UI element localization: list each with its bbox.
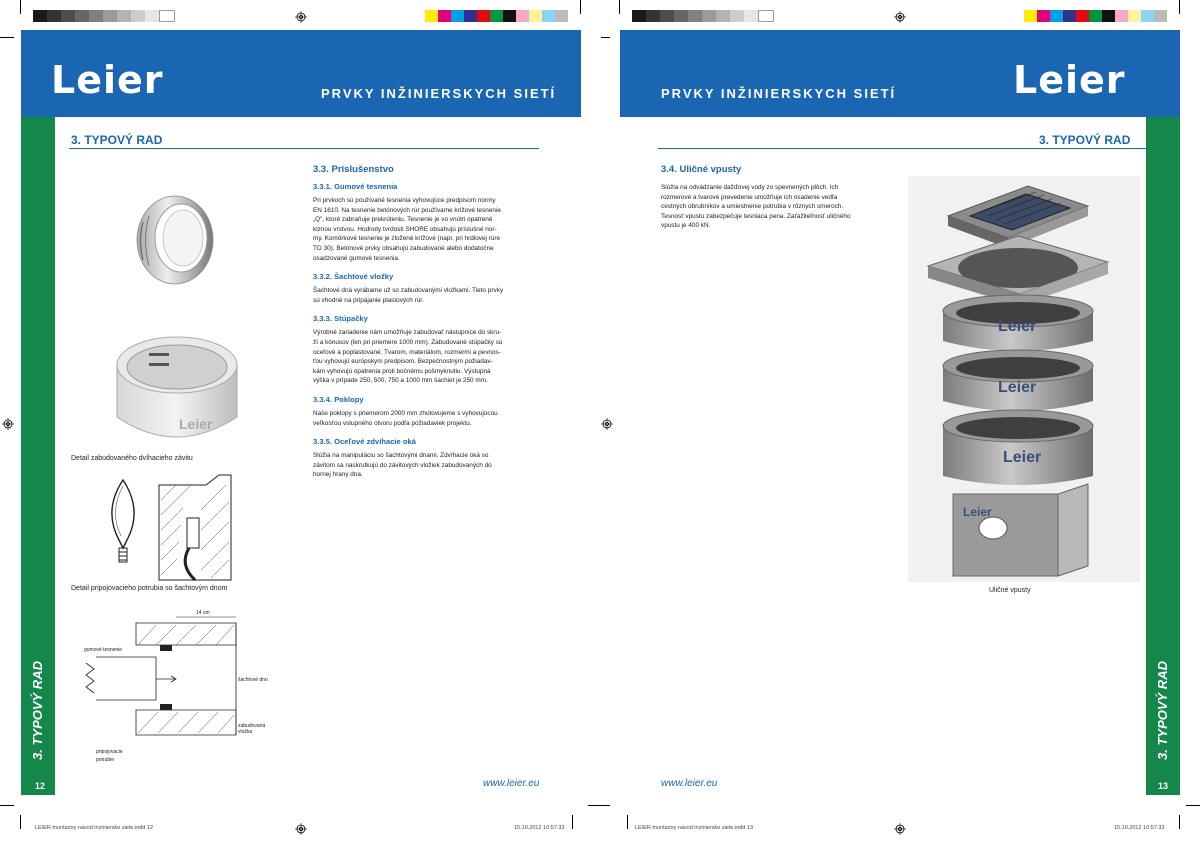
heading-accessories: 3.3. Príslušenstvo — [313, 164, 394, 175]
page-number: 12 — [35, 781, 46, 791]
subsection-title: 3.3.3. Stúpačky — [313, 314, 368, 324]
label-bottom: šachtové dno — [238, 677, 268, 683]
brand-mark-3: Leier — [1003, 449, 1041, 466]
header-band — [620, 30, 1180, 117]
label-insert-1: zabudovaná — [238, 723, 265, 729]
section-rule — [69, 148, 539, 149]
street-gully-image: Leier Leier Leier Leier — [908, 176, 1140, 582]
website-link[interactable]: www.leier.eu — [661, 778, 718, 789]
side-label: 3. TYPOVÝ RAD — [1155, 661, 1170, 760]
paragraph-line: cestných obrubníkov a umiestnenie potrub… — [661, 203, 844, 211]
lifting-eye-diagram — [111, 474, 232, 582]
crop-mark — [619, 0, 620, 14]
subsection-title: 3.3.4. Poklopy — [313, 395, 364, 404]
registration-mark-icon — [295, 11, 307, 23]
paragraph-line: Šachtové dná vyrábame už so zabudovanými… — [313, 287, 504, 295]
crop-mark — [588, 805, 610, 806]
brand-mark-1: Leier — [998, 318, 1036, 335]
crop-mark — [572, 815, 573, 829]
paragraph-line: „Q", ktoré zabraňuje prekrúteniu. Tesnen… — [313, 216, 493, 224]
section-title: 3. TYPOVÝ RAD — [71, 133, 163, 147]
header-band — [21, 30, 581, 117]
subsection-title: 3.3.2. Šachtové vložky — [313, 272, 394, 282]
crop-mark — [1179, 815, 1180, 829]
label-pipe-1: pripojovacie — [96, 749, 123, 755]
caption-pipe: Detail pripojovacieho potrubia so šachto… — [71, 585, 228, 592]
page-number: 13 — [1158, 781, 1169, 791]
paragraph-line: TO 30). Betónové prvky obsahujú zabudova… — [313, 245, 494, 252]
paragraph-line: EN 1610. Na tesnenie betónových rúr použ… — [313, 206, 501, 214]
registration-mark-icon — [2, 418, 14, 430]
section-title: 3. TYPOVÝ RAD — [1039, 133, 1131, 147]
label-insert-2: vložka — [238, 729, 252, 735]
crop-mark — [1186, 805, 1200, 806]
paragraph-line: sú vhodné na pripájanie plastových rúr. — [313, 296, 424, 304]
paragraph-line: osadzované gumové tesnenia. — [313, 254, 400, 262]
ring-brand-mark: Leier — [179, 416, 213, 432]
slug-date-right: 15.10.2012 10:57:33 — [1114, 825, 1165, 831]
section-rule — [658, 148, 1146, 149]
shaft-ring-image: Leier — [116, 336, 238, 438]
leier-logo: Leier — [51, 58, 164, 102]
paragraph-line: hornej hrany dna. — [313, 471, 363, 479]
paragraph-line: kám vyhovujú opatrenia proti bočnému poš… — [313, 367, 491, 375]
paragraph-line: Slúžia na odvádzanie dažďovej vody zo sp… — [661, 184, 839, 191]
paragraph-line: závitom sa naskrutkujú do závitových vlo… — [313, 461, 492, 469]
registration-mark-icon — [894, 11, 906, 23]
caption-thread: Detail zabudovaného dvíhacieho závitu — [71, 455, 193, 462]
label-seal: gumové tesnenie — [84, 647, 122, 653]
paragraph-line: výška v prípade 250, 500, 750 a 1000 mm … — [313, 377, 488, 385]
gray-color-bar-right — [632, 10, 774, 22]
side-label: 3. TYPOVÝ RAD — [30, 661, 45, 760]
slug-left: LEIER montazny navod inzinierske siete.i… — [35, 825, 154, 831]
crop-mark — [0, 805, 14, 806]
side-green-bar — [1146, 117, 1180, 795]
registration-mark-icon — [894, 823, 906, 835]
crop-mark — [20, 0, 21, 14]
band-title: PRVKY INŽINIERSKYCH SIETÍ — [661, 86, 897, 101]
paragraph-line: Slúžia na manipuláciu so šachtovými dnam… — [313, 452, 489, 460]
registration-mark-icon — [295, 823, 307, 835]
brand-mark-2: Leier — [998, 379, 1036, 396]
subsection-title: 3.3.5. Oceľové zdvíhacie oká — [313, 437, 416, 447]
rubber-seal-image — [136, 195, 214, 285]
brand-mark-4: Leier — [963, 505, 992, 519]
gray-color-bar-left — [33, 10, 175, 22]
label-pipe-2: potrubie — [96, 757, 115, 763]
paragraph-line: rozmerové a tvarové prevedenie umožňuje … — [661, 193, 838, 201]
paragraph-line: Naše poklopy s priemerom 2000 mm zhotovu… — [313, 410, 498, 417]
process-color-bar-right — [1024, 10, 1167, 22]
paragraph-line: ží a kónusov (len pri priemere 1000 mm).… — [313, 339, 503, 346]
paragraph-line: veľkosťou vstupného otvoru podľa požiada… — [313, 419, 472, 427]
process-color-bar-left — [425, 10, 568, 22]
paragraph-line: oceľové a poplastované. Tvarom, materiál… — [313, 348, 501, 356]
subsection-title: 3.3.1. Gumové tesnenia — [313, 182, 398, 191]
paragraph-line: Výrobné zariadenie nám umožňuje zabudova… — [313, 329, 502, 337]
paragraph-line: vpustu je 400 kN. — [661, 222, 711, 230]
caption-gullies: Uličné vpusty — [989, 587, 1031, 594]
heading-gullies: 3.4. Uličné vpusty — [661, 164, 742, 175]
leier-logo: Leier — [1013, 58, 1126, 102]
pipe-connection-diagram: gumové tesnenie 14 cm šachtové dno zabud… — [84, 610, 268, 755]
paragraph-line: Tesnosť vpustu zabezpečuje tesniaca pena… — [661, 212, 851, 220]
band-title: PRVKY INŽINIERSKYCH SIETÍ — [321, 86, 557, 101]
crop-mark — [1179, 0, 1180, 14]
side-green-bar — [21, 117, 55, 795]
label-dim: 14 cm — [196, 610, 210, 616]
crop-mark — [0, 37, 14, 38]
website-link[interactable]: www.leier.eu — [483, 778, 540, 789]
paragraph-line: ťou vyhovujú európskym predpisom. Bezpeč… — [313, 358, 493, 366]
paragraph-line: Pri prvkoch sú používané tesnenia vyhovu… — [313, 197, 496, 204]
paragraph-line: my. Komôrkové tesnenie je zložené krížov… — [313, 235, 501, 243]
left-page: Leier PRVKY INŽINIERSKYCH SIETÍ 3. TYPOV… — [21, 30, 601, 795]
crop-mark — [627, 815, 628, 829]
crop-mark — [580, 0, 581, 14]
right-page: PRVKY INŽINIERSKYCH SIETÍ Leier 3. TYPOV… — [620, 30, 1200, 795]
paragraph-line: klznou vrstvou. Hodnoty tvrdosti SHORE o… — [313, 225, 497, 233]
slug-date-left: 15.10.2012 10:57:33 — [514, 825, 565, 831]
registration-mark-icon — [601, 418, 613, 430]
slug-right: LEIER montazny navod inzinierske siete.i… — [635, 825, 754, 831]
crop-mark — [20, 815, 21, 829]
